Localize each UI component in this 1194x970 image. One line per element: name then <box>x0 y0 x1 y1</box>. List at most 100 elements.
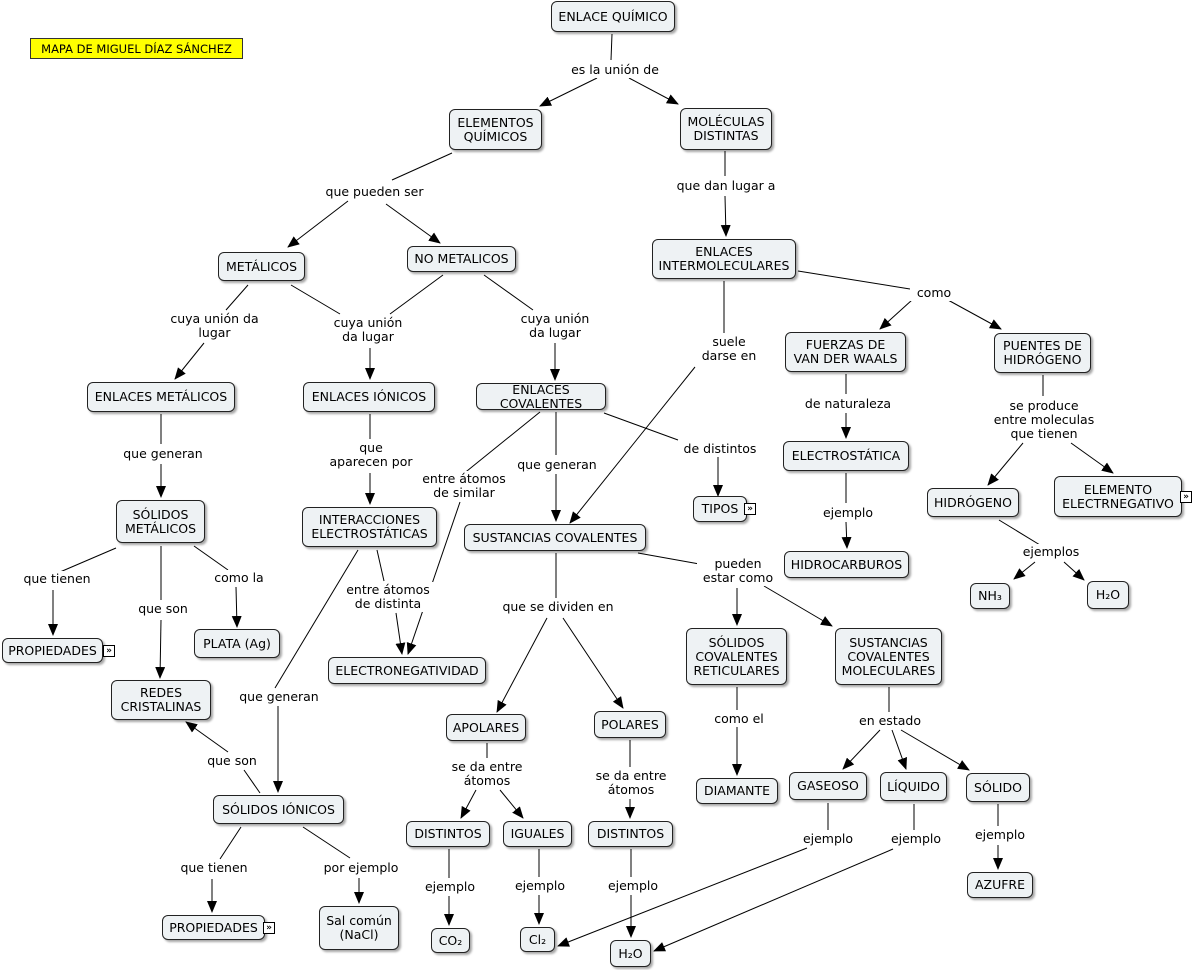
arrow-connector <box>460 789 477 819</box>
concept-nh3[interactable]: NH₃ <box>970 583 1010 609</box>
link-que-son-metalicos: que son <box>132 601 194 617</box>
concept-solidos-covalentes-reticulares[interactable]: SÓLIDOS COVALENTES RETICULARES <box>686 628 787 685</box>
concept-tipos[interactable]: TIPOS <box>693 496 747 522</box>
link-de-naturaleza: de naturaleza <box>800 396 896 412</box>
concept-hidrogeno[interactable]: HIDRÓGENO <box>927 488 1019 517</box>
concept-distintos-polares[interactable]: DISTINTOS <box>588 821 673 847</box>
concept-no-metalicos[interactable]: NO METALICOS <box>407 246 516 272</box>
concept-redes-cristalinas[interactable]: REDES CRISTALINAS <box>111 680 211 720</box>
concept-interacciones-electrostaticas[interactable]: INTERACCIONES ELECTROSTÁTICAS <box>302 507 437 547</box>
arrow-connector <box>947 299 1002 330</box>
link-cuya-union-covalentes: cuya unión da lugar <box>514 311 596 341</box>
concept-puentes-de-hidrogeno[interactable]: PUENTES DE HIDRÓGENO <box>994 333 1091 373</box>
expand-icon[interactable]: » <box>744 503 756 515</box>
arrow-connector <box>287 200 349 248</box>
link-que-son-ionicos: que son <box>201 753 263 769</box>
concept-h2o-puentes[interactable]: H₂O <box>1087 581 1129 609</box>
link-ejemplo-distintos-polares: ejemplo <box>601 878 665 894</box>
arrow-connector <box>395 612 406 655</box>
line-connector <box>483 274 534 311</box>
concept-hidrocarburos[interactable]: HIDROCARBUROS <box>784 551 909 578</box>
link-se-da-entre-atomos-apolares: se da entre átomos <box>445 759 529 789</box>
expand-icon[interactable]: » <box>1180 491 1192 503</box>
concept-enlaces-ionicos[interactable]: ENLACES IÓNICOS <box>303 382 435 412</box>
concept-elemento-electronegativo[interactable]: ELEMENTO ELECTRNEGATIVO <box>1054 476 1182 517</box>
concept-iguales[interactable]: IGUALES <box>503 821 572 847</box>
expand-icon[interactable]: » <box>263 922 275 934</box>
link-ejemplo-liquido: ejemplo <box>884 831 948 847</box>
line-connector <box>637 552 706 566</box>
concept-sustancias-covalentes[interactable]: SUSTANCIAS COVALENTES <box>464 524 646 551</box>
link-que-pueden-ser: que pueden ser <box>321 184 428 200</box>
link-se-da-entre-atomos-polares: se da entre átomos <box>589 768 673 798</box>
concept-moleculas-distintas[interactable]: MOLÉCULAS DISTINTAS <box>680 108 772 150</box>
concept-solido[interactable]: SÓLIDO <box>966 773 1030 802</box>
arrow-connector <box>562 617 624 709</box>
concept-metalicos[interactable]: METÁLICOS <box>218 252 305 281</box>
arrow-connector <box>720 195 731 237</box>
arrow-connector <box>569 366 696 524</box>
line-connector <box>290 284 341 315</box>
link-entre-atomos-similar: entre átomos de similar <box>417 471 511 501</box>
arrow-connector <box>653 848 894 952</box>
concept-plata[interactable]: PLATA (Ag) <box>194 629 280 658</box>
concept-cl2[interactable]: Cl₂ <box>520 927 555 952</box>
link-ejemplo-iguales: ejemplo <box>508 878 572 894</box>
concept-apolares[interactable]: APOLARES <box>446 714 526 741</box>
concept-propiedades-metalicos[interactable]: PROPIEDADES <box>2 638 103 663</box>
arrow-connector <box>1013 561 1036 580</box>
concept-enlace-quimico[interactable]: ENLACE QUÍMICO <box>551 1 675 32</box>
concept-solidos-ionicos[interactable]: SÓLIDOS IÓNICOS <box>213 795 344 824</box>
concept-sal-comun[interactable]: Sal común (NaCl) <box>319 906 399 950</box>
concept-electrostatica[interactable]: ELECTROSTÁTICA <box>783 441 909 471</box>
concept-polares[interactable]: POLARES <box>594 711 666 738</box>
expand-icon[interactable]: » <box>103 645 115 657</box>
arrow-connector <box>763 585 833 627</box>
link-que-generan-metalicos: que generan <box>118 446 208 462</box>
link-como-el: como el <box>708 711 770 727</box>
concept-propiedades-ionicos[interactable]: PROPIEDADES <box>162 915 265 940</box>
link-que-aparecen-por: que aparecen por <box>326 440 416 470</box>
concept-elementos-quimicos[interactable]: ELEMENTOS QUÍMICOS <box>449 109 542 150</box>
concept-enlaces-covalentes[interactable]: ENLACES COVALENTES <box>476 382 606 410</box>
concept-azufre[interactable]: AZUFRE <box>967 872 1033 898</box>
concept-co2[interactable]: CO₂ <box>431 928 470 953</box>
line-connector <box>603 412 679 441</box>
concept-liquido[interactable]: LÍQUIDO <box>880 772 947 801</box>
concept-fuerzas-van-der-waals[interactable]: FUERZAS DE VAN DER WAALS <box>785 332 906 372</box>
line-connector <box>193 545 229 571</box>
arrow-connector <box>174 342 205 380</box>
line-connector <box>59 547 117 573</box>
line-connector <box>376 549 385 582</box>
link-es-la-union-de: es la unión de <box>565 62 665 78</box>
link-que-generan-covalentes: que generan <box>512 457 602 473</box>
concept-electronegatividad[interactable]: ELECTRONEGATIVIDAD <box>328 657 486 684</box>
line-connector <box>274 549 359 689</box>
arrow-connector <box>879 299 913 330</box>
concept-h2o-polares[interactable]: H₂O <box>610 940 651 967</box>
link-que-dan-lugar-a: que dan lugar a <box>672 178 780 194</box>
concept-distintos-apolares[interactable]: DISTINTOS <box>406 821 490 847</box>
link-como-la: como la <box>208 570 270 586</box>
line-connector <box>219 826 242 860</box>
arrow-connector <box>155 619 166 679</box>
line-connector <box>243 769 261 794</box>
arrow-connector <box>539 77 598 107</box>
link-suele-darse-en: suele darse en <box>695 334 763 364</box>
concept-enlaces-intermoleculares[interactable]: ENLACES INTERMOLECULARES <box>652 239 796 279</box>
arrow-connector <box>628 77 679 105</box>
arrow-connector <box>496 617 548 713</box>
link-pueden-estar-como: pueden estar como <box>697 556 779 586</box>
concept-diamante[interactable]: DIAMANTE <box>696 778 778 804</box>
concept-solidos-metalicos[interactable]: SÓLIDOS METÁLICOS <box>116 500 205 543</box>
line-connector <box>610 33 613 61</box>
concept-sustancias-covalentes-moleculares[interactable]: SUSTANCIAS COVALENTES MOLECULARES <box>835 628 942 685</box>
link-como: como <box>910 285 958 301</box>
concept-gaseoso[interactable]: GASEOSO <box>789 772 867 800</box>
link-ejemplo-distintos-apolares: ejemplo <box>418 879 482 895</box>
link-entre-atomos-distinta: entre átomos de distinta <box>341 582 435 612</box>
link-ejemplo-gaseoso: ejemplo <box>796 831 860 847</box>
concept-enlaces-metalicos[interactable]: ENLACES METÁLICOS <box>87 382 235 412</box>
arrow-connector <box>185 721 229 753</box>
link-ejemplo-vdw: ejemplo <box>816 505 880 521</box>
